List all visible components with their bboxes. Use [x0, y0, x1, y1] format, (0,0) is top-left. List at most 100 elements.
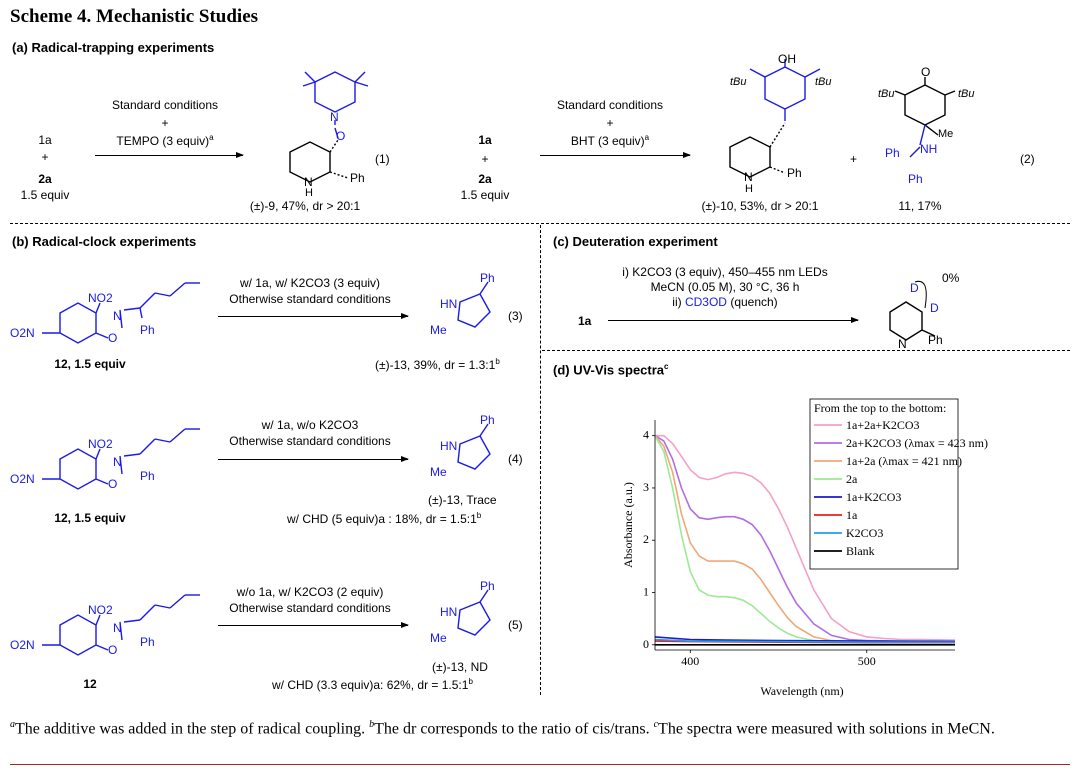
r5-n-label: N — [113, 621, 122, 635]
r5-eq-number: (5) — [508, 618, 523, 632]
r5-chd-note: w/ CHD (3.3 equiv)a: 62%, dr = 1.5:1b — [272, 677, 473, 692]
section-c-heading: (c) Deuteration experiment — [553, 234, 718, 249]
bht-adduct-structure: OH tBu tBu N H Ph — [729, 52, 832, 195]
r4-arrow — [218, 456, 409, 462]
r5-condition-1: w/o 1a, w/ K2CO3 (2 equiv) — [236, 585, 384, 599]
r3-prod-me-label: Me — [430, 323, 447, 337]
r3-condition-1: w/ 1a, w/ K2CO3 (3 equiv) — [239, 276, 381, 290]
legend-entry-4: 1a+K2CO3 — [846, 490, 901, 504]
y-tick-label: 0 — [643, 637, 649, 651]
r5-substrate-label: 12 — [83, 677, 97, 691]
c-prod-n-label: N — [898, 337, 907, 351]
r5-o2n-label: O2N — [10, 638, 35, 652]
r4-condition-1: w/ 1a, w/o K2CO3 — [261, 418, 359, 432]
c-condition-3: ii) CD3OD (quench) — [672, 295, 778, 309]
tempo-o-label: O — [336, 129, 345, 143]
r4-no2-label: NO2 — [88, 437, 113, 451]
legend-title: From the top to the bottom: — [814, 401, 946, 415]
r4-substrate-12-structure: NO2 O2N O N Ph — [10, 428, 200, 491]
r1-condition-2: TEMPO (3 equiv)a — [116, 133, 214, 148]
y-tick-label: 1 — [643, 585, 649, 599]
section-b-heading: (b) Radical-clock experiments — [12, 234, 197, 249]
bht-tbu-right-label: tBu — [815, 76, 832, 88]
c-prod-ph-label: Ph — [928, 333, 943, 347]
r5-prod-hn-label: HN — [440, 605, 457, 619]
r5-substrate-12-structure: NO2 O2N O N Ph — [10, 594, 200, 657]
r3-ph-label: Ph — [140, 323, 155, 337]
r4-product-13-structure: Ph HN Me — [430, 413, 495, 479]
r3-prod-hn-label: HN — [440, 297, 457, 311]
r2-eq-number: (2) — [1020, 152, 1035, 166]
c11-nh-label: NH — [920, 142, 937, 156]
r4-o2n-label: O2N — [10, 472, 35, 486]
footnote: aThe additive was added in the step of r… — [10, 719, 995, 738]
r4-ph-label: Ph — [140, 469, 155, 483]
y-tick-label: 4 — [643, 428, 649, 442]
c-prod-d1-label: D — [910, 281, 919, 295]
series-line-3 — [654, 435, 955, 644]
r3-prod-ph-label: Ph — [480, 271, 495, 285]
legend-entry-1: 2a+K2CO3 (λmax = 423 nm) — [846, 436, 988, 450]
r4-condition-2: Otherwise standard conditions — [229, 434, 391, 448]
compound-11-structure: O tBu tBu Me NH Ph Ph — [878, 65, 975, 186]
series-line-1 — [654, 435, 955, 642]
divider-horizontal-top — [10, 223, 1070, 224]
footer-rule — [10, 764, 1070, 765]
legend-entry-0: 1a+2a+K2CO3 — [846, 418, 920, 432]
r3-o-label: O — [108, 331, 117, 345]
pip-h-label: H — [305, 187, 313, 199]
legend-entry-2: 1a+2a (λmax = 421 nm) — [846, 454, 962, 468]
r1-arrow — [95, 152, 244, 158]
r3-product-label: (±)-13, 39%, dr = 1.3:1b — [375, 357, 500, 372]
r5-no2-label: NO2 — [88, 603, 113, 617]
pip-n-label: N — [304, 175, 313, 189]
legend-entry-3: 2a — [846, 472, 858, 486]
legend-entry-5: 1a — [846, 508, 858, 522]
section-a-heading: (a) Radical-trapping experiments — [12, 40, 215, 55]
r3-substrate-12-structure: NO2 O2N O N Ph — [10, 282, 200, 345]
tempo-adduct-structure: N O N H Ph — [289, 71, 369, 199]
c-reactant-1a: 1a — [578, 314, 592, 328]
c11-ph-bottom-label: Ph — [908, 172, 923, 186]
x-tick-label: 400 — [681, 654, 699, 668]
legend-entry-7: Blank — [846, 544, 875, 558]
r2-plus: + — [481, 152, 489, 166]
c-prod-d2-label: D — [930, 301, 939, 315]
r2-reactant-2a: 2a — [478, 172, 492, 186]
series-line-0 — [655, 434, 956, 641]
r1-equiv: 1.5 equiv — [20, 188, 70, 202]
r2-condition-plus: + — [606, 116, 614, 130]
r5-arrow — [218, 622, 409, 628]
y-tick-label: 3 — [643, 480, 649, 494]
divider-vertical — [540, 225, 541, 695]
r3-o2n-label: O2N — [10, 326, 35, 340]
r4-prod-me-label: Me — [430, 465, 447, 479]
r3-substrate-label: 12, 1.5 equiv — [54, 357, 126, 371]
r5-ph-label: Ph — [140, 635, 155, 649]
r5-product-label: (±)-13, ND — [432, 660, 488, 674]
c11-ph-left-label: Ph — [885, 146, 900, 160]
r2-arrow — [540, 152, 691, 158]
c-condition-2: MeCN (0.05 M), 30 °C, 36 h — [650, 280, 800, 294]
r2-equiv: 1.5 equiv — [460, 188, 510, 202]
r4-prod-hn-label: HN — [440, 439, 457, 453]
y-axis-label: Absorbance (a.u.) — [621, 482, 635, 568]
r5-prod-me-label: Me — [430, 631, 447, 645]
r5-o-label: O — [108, 643, 117, 657]
legend: From the top to the bottom: — [809, 398, 959, 570]
r1-reactant-1a: 1a — [38, 133, 52, 147]
scheme-title: Scheme 4. Mechanistic Studies — [10, 6, 259, 27]
r2-condition-2: BHT (3 equiv)a — [570, 133, 650, 148]
r2-plus-products: + — [850, 152, 858, 166]
divider-horizontal-right — [542, 350, 1070, 351]
r2-reactant-1a: 1a — [478, 133, 492, 147]
r4-eq-number: (4) — [508, 452, 523, 466]
c11-me-label: Me — [938, 128, 953, 140]
r3-product-13-structure: Ph HN Me — [430, 271, 495, 337]
r2-condition-1: Standard conditions — [556, 98, 664, 112]
r3-n-label: N — [113, 309, 122, 323]
r4-substrate-label: 12, 1.5 equiv — [54, 511, 126, 525]
r3-arrow — [218, 313, 409, 319]
bht-pip-ph-label: Ph — [787, 166, 802, 180]
